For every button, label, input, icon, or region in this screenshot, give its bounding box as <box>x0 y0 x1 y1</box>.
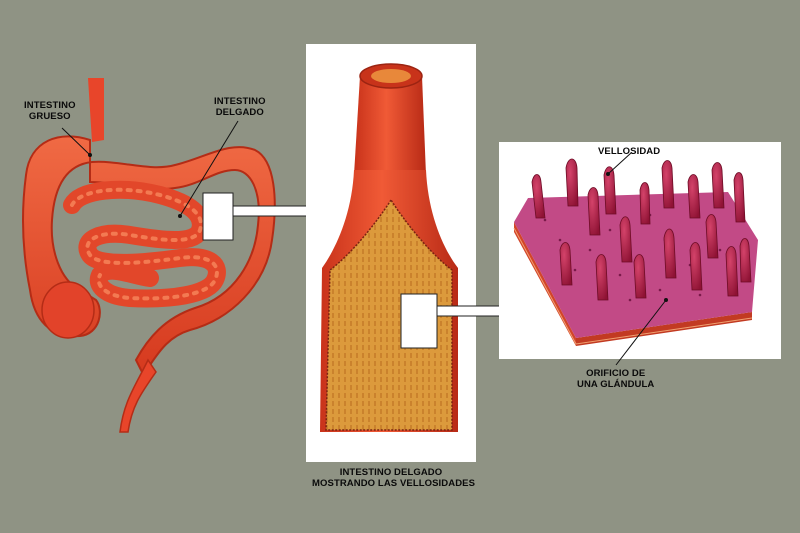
intestines-illustration <box>22 78 276 433</box>
label-large-intestine-line1: INTESTINO <box>24 100 76 111</box>
villi <box>531 158 752 301</box>
zoom-box-small-intestine <box>202 192 234 241</box>
label-small-intestine: INTESTINO DELGADO <box>214 96 266 118</box>
caption: INTESTINO DELGADO MOSTRANDO LAS VELLOSID… <box>312 467 476 489</box>
villi-tissue-block <box>513 158 758 346</box>
label-large-intestine: INTESTINO GRUESO <box>24 100 76 122</box>
rectum-tail <box>119 358 157 433</box>
label-gland-opening-line1: ORIFICIO DE <box>586 368 646 379</box>
small-intestine-coils <box>63 180 226 308</box>
label-small-intestine-line1: INTESTINO <box>214 96 266 107</box>
label-large-intestine-line2: GRUESO <box>28 111 71 122</box>
label-gland-opening: ORIFICIO DE UNA GLÁNDULA <box>577 368 654 390</box>
label-villus: VELLOSIDAD <box>598 146 660 157</box>
zoom-box-villi <box>400 293 438 349</box>
label-small-intestine-line2: DELGADO <box>215 107 264 118</box>
small-intestine-cutaway <box>320 63 458 432</box>
label-gland-opening-line2: UNA GLÁNDULA <box>577 379 655 390</box>
caption-line2: MOSTRANDO LAS VELLOSIDADES <box>312 478 476 489</box>
cecum <box>41 281 95 339</box>
large-intestine-top-tube <box>88 78 104 142</box>
caption-line1: INTESTINO DELGADO <box>339 467 443 478</box>
label-villus-text: VELLOSIDAD <box>598 146 661 157</box>
inner-wall-villi <box>325 198 453 431</box>
